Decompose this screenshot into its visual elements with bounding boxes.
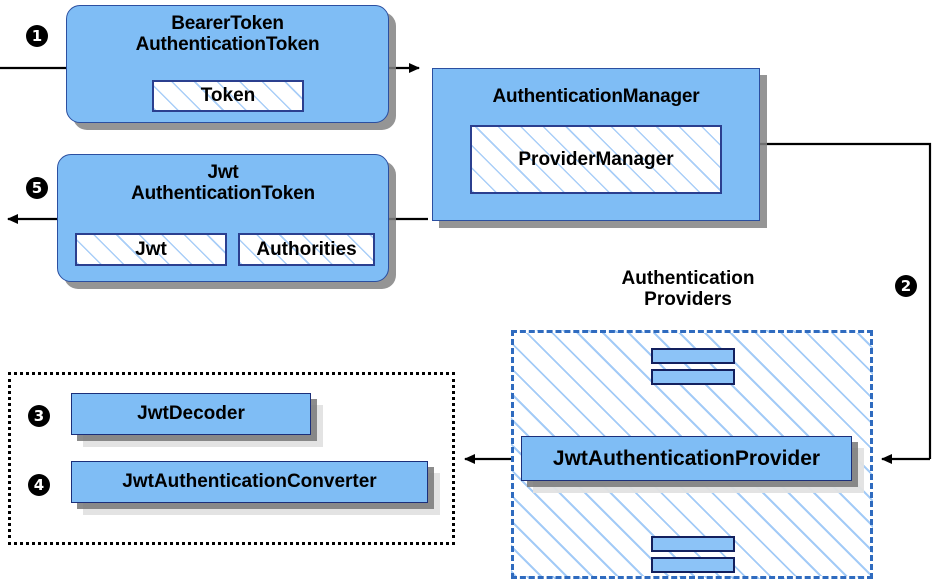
- provider-placeholder-bar-bottom-2: [651, 557, 735, 573]
- node-jwt-decoder[interactable]: JwtDecoder: [71, 393, 311, 435]
- jwt-token-slot-authorities-label: Authorities: [256, 238, 357, 260]
- step-marker-4-label: 4: [33, 475, 45, 494]
- jwt-support-components-group: [8, 372, 455, 545]
- bearer-token-title: BearerToken AuthenticationToken: [135, 13, 320, 56]
- jwt-authentication-provider-label: JwtAuthenticationProvider: [552, 446, 821, 470]
- node-jwt-authentication-converter[interactable]: JwtAuthenticationConverter: [71, 461, 428, 503]
- step-marker-3: 3: [28, 405, 50, 427]
- step-marker-2: 2: [895, 275, 917, 297]
- authentication-manager-title: AuthenticationManager: [492, 86, 700, 107]
- step-marker-3-label: 3: [33, 406, 45, 425]
- provider-placeholder-bar-top-2: [651, 369, 735, 385]
- provider-placeholder-bar-top-1: [651, 348, 735, 364]
- node-jwt-authentication-token[interactable]: Jwt AuthenticationToken Jwt Authorities: [57, 154, 389, 282]
- step-marker-4: 4: [28, 474, 50, 496]
- bearer-token-slot-token: Token: [152, 80, 304, 112]
- step-marker-1-label: 1: [31, 26, 43, 45]
- jwt-token-slot-jwt-label: Jwt: [135, 238, 167, 260]
- step-marker-5: 5: [26, 177, 48, 199]
- authentication-manager-slot-provider-manager-label: ProviderManager: [518, 148, 674, 170]
- authentication-manager-slot-provider-manager: ProviderManager: [470, 125, 722, 194]
- jwt-token-slot-authorities: Authorities: [238, 233, 375, 266]
- jwt-decoder-label: JwtDecoder: [137, 403, 245, 424]
- step-marker-2-label: 2: [900, 276, 912, 295]
- authentication-providers-caption: Authentication Providers: [621, 268, 755, 311]
- node-jwt-authentication-provider[interactable]: JwtAuthenticationProvider: [521, 436, 852, 481]
- node-bearer-token-authentication-token[interactable]: BearerToken AuthenticationToken Token: [66, 5, 389, 123]
- jwt-authentication-token-title: Jwt AuthenticationToken: [131, 162, 315, 205]
- jwt-authentication-converter-label: JwtAuthenticationConverter: [122, 471, 377, 492]
- node-authentication-manager[interactable]: AuthenticationManager ProviderManager: [432, 68, 760, 221]
- step-marker-1: 1: [26, 25, 48, 47]
- jwt-token-slot-jwt: Jwt: [75, 233, 227, 266]
- bearer-token-slot-token-label: Token: [200, 85, 256, 106]
- provider-placeholder-bar-bottom-1: [651, 536, 735, 552]
- step-marker-5-label: 5: [31, 178, 43, 197]
